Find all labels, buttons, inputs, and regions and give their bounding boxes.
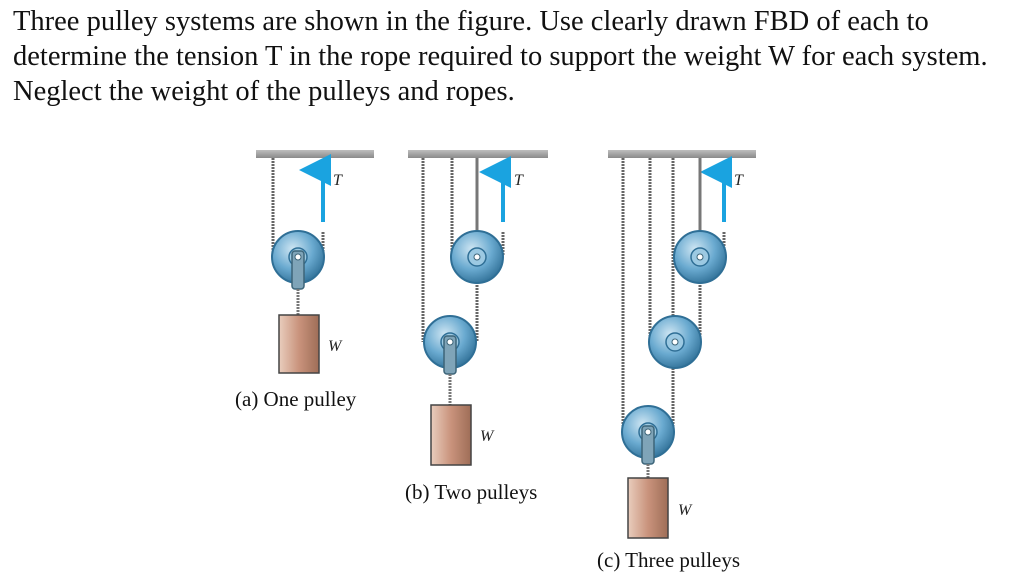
ceiling-a (256, 150, 374, 158)
ceiling-b (408, 150, 548, 158)
tension-label-b: T (514, 172, 524, 189)
pulley-c-bottom-pin (644, 428, 652, 436)
weight-label-a: W (328, 338, 343, 355)
pulley-c-middle-pin (671, 338, 679, 346)
pulley-c-top-pin (696, 253, 704, 261)
weight-block-b (430, 404, 472, 466)
pulley-a-pin (294, 253, 302, 261)
weight-block-c (627, 477, 669, 539)
caption-b: (b) Two pulleys (405, 480, 537, 504)
pulley-b-upper-pin (473, 253, 481, 261)
weight-label-b: W (480, 428, 495, 445)
weight-block-a (278, 314, 320, 374)
tension-label-c: T (734, 172, 744, 189)
problem-statement: Three pulley systems are shown in the fi… (13, 6, 988, 107)
weight-label-c: W (678, 502, 693, 519)
caption-a: (a) One pulley (235, 387, 357, 411)
tension-label-a: T (333, 172, 343, 189)
ceiling-c (608, 150, 756, 158)
system-a-one-pulley: T W (a) One pulley (235, 150, 374, 411)
caption-c: (c) Three pulleys (597, 548, 740, 572)
pulley-b-lower-pin (446, 338, 454, 346)
system-c-three-pulleys: T W (c) Three pulleys (597, 150, 756, 572)
system-b-two-pulleys: T W (b) Two pulleys (405, 150, 548, 504)
